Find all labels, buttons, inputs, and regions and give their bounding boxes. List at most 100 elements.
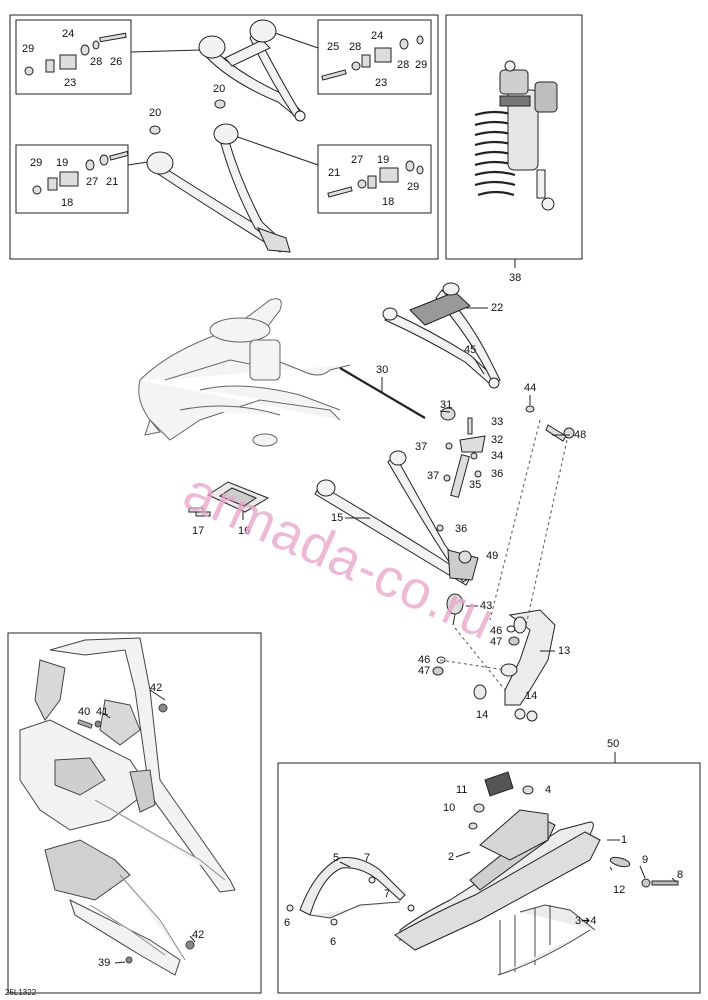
callout-43: 43 bbox=[480, 600, 493, 612]
callout-28: 28 bbox=[90, 56, 103, 68]
shock-absorber bbox=[474, 60, 558, 211]
callout-49: 49 bbox=[486, 550, 499, 562]
callout-42: 42 bbox=[192, 929, 205, 941]
callout-40: 40 bbox=[78, 706, 91, 718]
callout-24: 24 bbox=[371, 30, 384, 42]
callout-33: 33 bbox=[491, 416, 504, 428]
callout-12: 12 bbox=[613, 884, 626, 896]
drawing-reference: 25L1322 bbox=[5, 988, 37, 997]
callout-21: 21 bbox=[106, 176, 119, 188]
callout-5: 5 bbox=[333, 852, 340, 864]
callout-19: 19 bbox=[377, 154, 390, 166]
callout-27: 27 bbox=[351, 154, 364, 166]
callout-36: 36 bbox=[455, 523, 468, 535]
callout-38: 38 bbox=[509, 272, 522, 284]
hardware-box-2 bbox=[321, 35, 424, 81]
callout-6: 6 bbox=[284, 917, 291, 929]
hardware-box-1 bbox=[24, 32, 127, 76]
callout-42: 42 bbox=[150, 682, 163, 694]
callout-46: 46 bbox=[418, 654, 431, 666]
callout-11: 11 bbox=[456, 784, 468, 796]
frame-panel bbox=[7, 632, 262, 994]
callout-37: 37 bbox=[415, 441, 428, 453]
callout-34: 34 bbox=[491, 450, 504, 462]
ski-hardware bbox=[468, 771, 534, 830]
callout-25: 25 bbox=[327, 41, 340, 53]
callout-14: 14 bbox=[476, 709, 489, 721]
front-lower-arm bbox=[314, 450, 479, 586]
callout-23: 23 bbox=[375, 77, 388, 89]
callout-28: 28 bbox=[349, 41, 362, 53]
callout-35: 35 bbox=[469, 479, 482, 491]
callout-32: 32 bbox=[491, 434, 504, 446]
detail-box-upper-right bbox=[317, 19, 432, 95]
detail-box-lower-left bbox=[15, 144, 129, 214]
callout-23: 23 bbox=[64, 77, 77, 89]
callout-7: 7 bbox=[384, 888, 391, 900]
callout-28: 28 bbox=[397, 59, 410, 71]
callout-47: 47 bbox=[490, 636, 503, 648]
callout-20: 20 bbox=[149, 107, 162, 119]
ski bbox=[394, 809, 679, 976]
callout-17: 17 bbox=[192, 525, 205, 537]
callout-19: 19 bbox=[56, 157, 69, 169]
ski-leaders bbox=[339, 839, 677, 883]
main-leaders bbox=[345, 307, 570, 652]
callout-21: 21 bbox=[328, 167, 341, 179]
upper-a-arm bbox=[198, 19, 306, 122]
callout-36: 36 bbox=[491, 468, 504, 480]
callout-9: 9 bbox=[642, 854, 649, 866]
callout-45: 45 bbox=[464, 344, 477, 356]
callout-29: 29 bbox=[415, 59, 428, 71]
callout-30: 30 bbox=[376, 364, 389, 376]
callout-15: 15 bbox=[331, 512, 344, 524]
lower-a-arm-detail bbox=[146, 123, 291, 253]
callout-37: 37 bbox=[427, 470, 440, 482]
callout-50: 50 bbox=[607, 738, 620, 750]
chassis-ghost bbox=[138, 298, 351, 447]
hardware-box-4 bbox=[327, 160, 424, 198]
spindle bbox=[473, 609, 556, 722]
hardware-box-3 bbox=[32, 150, 129, 195]
ski-panel bbox=[277, 762, 701, 994]
callout-26: 26 bbox=[110, 56, 123, 68]
callout-29: 29 bbox=[22, 43, 35, 55]
ski-handle bbox=[286, 857, 415, 926]
callout-29: 29 bbox=[30, 157, 43, 169]
callout-16: 16 bbox=[238, 525, 251, 537]
callout-29: 29 bbox=[407, 181, 420, 193]
upper-arm-panel bbox=[9, 14, 439, 260]
callout-20: 20 bbox=[213, 83, 226, 95]
callout-18: 18 bbox=[61, 197, 74, 209]
detail-box-upper-left bbox=[15, 19, 132, 95]
skid-plate bbox=[188, 481, 270, 520]
callout-6: 6 bbox=[330, 936, 337, 948]
callout-10: 10 bbox=[443, 802, 456, 814]
callout-47: 47 bbox=[418, 665, 431, 677]
callout-2: 2 bbox=[448, 851, 455, 863]
frame-leaders bbox=[102, 689, 196, 964]
callout-14: 14 bbox=[525, 690, 538, 702]
callout-3-to-4: 3➔4 bbox=[575, 915, 597, 927]
callout-41: 41 bbox=[96, 706, 109, 718]
callout-39: 39 bbox=[98, 957, 111, 969]
callout-27: 27 bbox=[86, 176, 99, 188]
callout-44: 44 bbox=[524, 382, 537, 394]
callout-22: 22 bbox=[491, 302, 504, 314]
callout-46: 46 bbox=[490, 625, 503, 637]
callout-48: 48 bbox=[574, 429, 587, 441]
frame-assembly bbox=[19, 637, 236, 976]
shock-panel bbox=[445, 14, 583, 260]
callout-18: 18 bbox=[382, 196, 395, 208]
callout-13: 13 bbox=[558, 645, 571, 657]
callout-31: 31 bbox=[440, 399, 453, 411]
callout-4: 4 bbox=[545, 784, 552, 796]
front-upper-arm bbox=[382, 282, 501, 389]
callout-8: 8 bbox=[677, 869, 684, 881]
tie-rod bbox=[339, 367, 426, 419]
callout-1: 1 bbox=[621, 834, 628, 846]
callout-24: 24 bbox=[62, 28, 75, 40]
callout-7: 7 bbox=[364, 852, 371, 864]
detail-box-lower-right bbox=[317, 144, 432, 214]
